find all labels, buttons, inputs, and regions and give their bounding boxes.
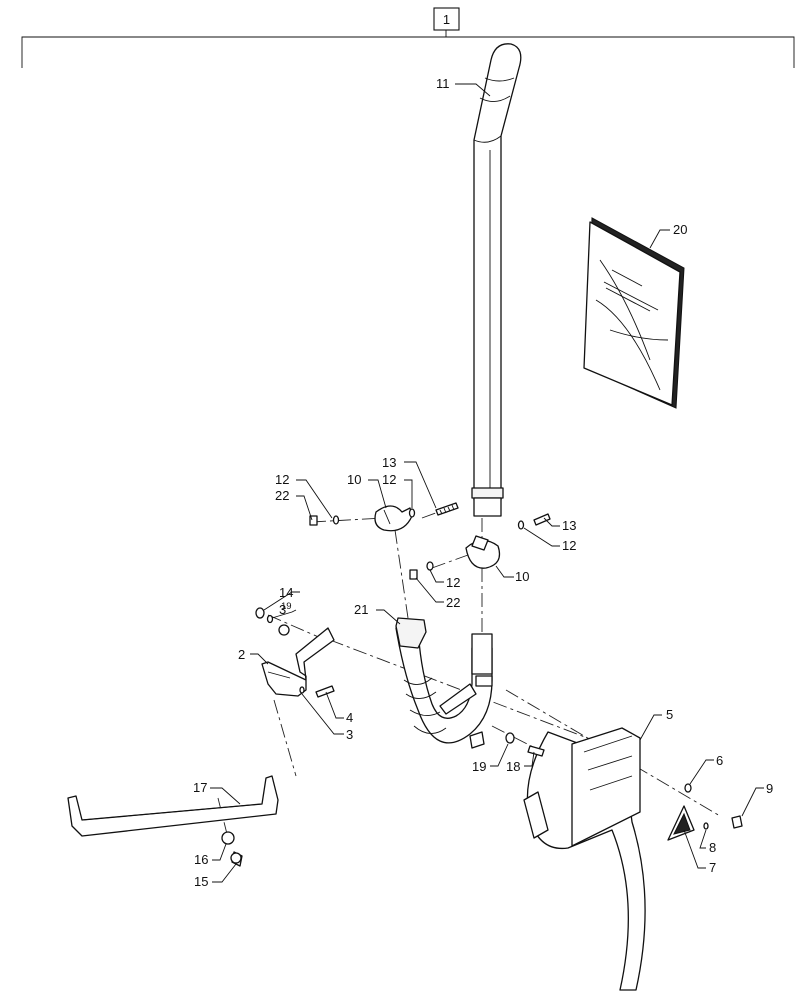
callout-22a: 22 <box>275 488 289 503</box>
callout-2: 2 <box>238 647 245 662</box>
assembly-bracket: 1 <box>21 7 795 68</box>
callout-12a: 12 <box>275 472 289 487</box>
flexible-exhaust-tube <box>395 617 493 749</box>
callout-9: 9 <box>766 781 773 796</box>
bolt-right <box>533 513 551 526</box>
reflector <box>667 805 709 841</box>
callout-20: 20 <box>673 222 687 237</box>
callout-14: 14 <box>279 585 293 600</box>
instruction-manual <box>583 217 685 409</box>
callout-22b: 22 <box>446 595 460 610</box>
mount-plate-assembly <box>523 727 743 991</box>
callout-15: 15 <box>194 874 208 889</box>
callout-12b: 12 <box>382 472 396 487</box>
callout-12c: 12 <box>562 538 576 553</box>
callout-10b: 10 <box>515 569 529 584</box>
callout-3b: 3 <box>346 727 353 742</box>
callout-5: 5 <box>666 707 673 722</box>
callout-18: 18 <box>506 759 520 774</box>
mount-bracket-left <box>255 607 335 698</box>
callout-4: 4 <box>346 710 353 725</box>
right-clamp-group <box>409 513 551 580</box>
bolt-upper <box>435 502 459 516</box>
callout-16: 16 <box>194 852 208 867</box>
callout-21: 21 <box>354 602 368 617</box>
lower-support-bar <box>67 775 279 867</box>
exhaust-stack-pipe <box>471 43 522 517</box>
upper-left-clamp-group <box>309 502 459 532</box>
lower-bolt <box>505 732 545 757</box>
callout-7: 7 <box>709 860 716 875</box>
callout-13b: 13 <box>562 518 576 533</box>
callout-12d: 12 <box>446 575 460 590</box>
callout-19b: 19 <box>472 759 486 774</box>
callout-13a: 13 <box>382 455 396 470</box>
assembly-label: 1 <box>443 12 450 27</box>
callout-6: 6 <box>716 753 723 768</box>
assembly-label-box <box>433 7 460 31</box>
callout-17: 17 <box>193 780 207 795</box>
leader-lines <box>210 83 764 883</box>
callout-3a: 3 <box>279 602 286 617</box>
washer-left <box>332 515 340 525</box>
callout-10a: 10 <box>347 472 361 487</box>
callout-19a: 19 <box>281 601 292 612</box>
clamp-left <box>374 505 413 532</box>
nut-left <box>309 515 318 526</box>
callout-8: 8 <box>709 840 716 855</box>
callout-11: 11 <box>436 76 450 91</box>
